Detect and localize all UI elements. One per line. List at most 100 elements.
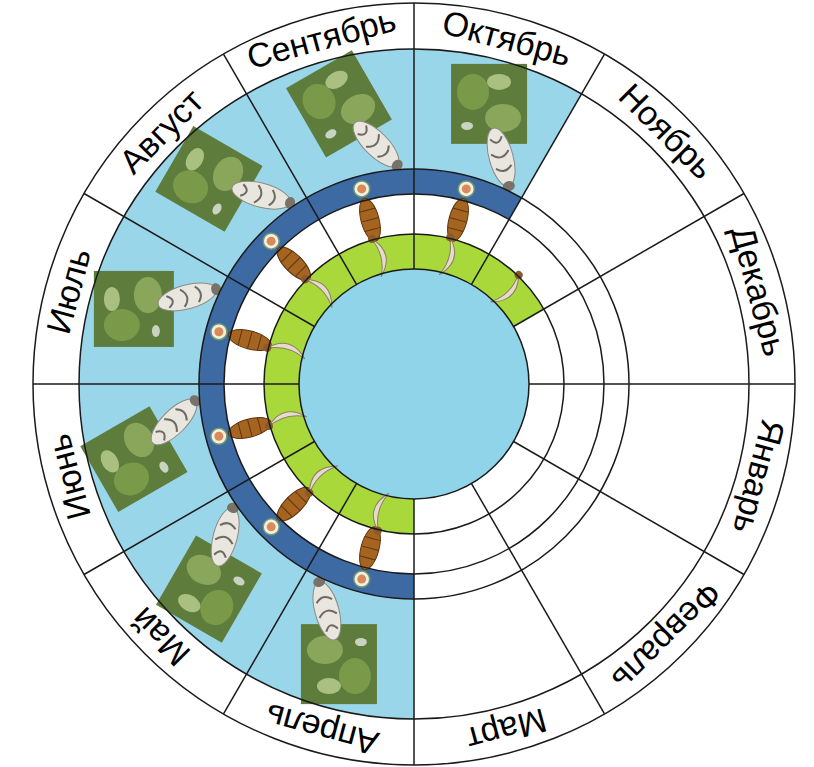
larva-icon [300, 459, 340, 499]
larva-icon [488, 269, 528, 309]
photo-leaves [339, 658, 371, 694]
pupa-body [356, 196, 385, 243]
month-divider [84, 442, 314, 575]
wheel-ground [33, 3, 795, 765]
moth-pattern [165, 285, 203, 311]
adult-moth [155, 276, 224, 316]
pupa-icon [226, 326, 273, 355]
photo-leaves [182, 145, 208, 174]
pupa-icon [444, 196, 473, 243]
larva-icon [299, 270, 339, 310]
egg-icon [211, 428, 227, 444]
month-divider [224, 484, 357, 714]
photo-leaves [104, 309, 140, 341]
moth-wings [144, 392, 203, 451]
month-divider [472, 484, 605, 714]
egg-icon [263, 233, 279, 249]
moth-pattern [487, 135, 513, 173]
moth-wings [346, 114, 405, 173]
photo-leaves [104, 287, 120, 311]
photo-leaves [457, 74, 489, 110]
larva-body [266, 339, 307, 359]
egg-icon [263, 519, 279, 535]
pupa-rings [359, 208, 382, 232]
moth-wings [206, 505, 245, 569]
moth-wings [308, 579, 347, 643]
adult-moth [346, 114, 409, 177]
month-divider [413, 3, 415, 269]
moth-pattern [315, 595, 341, 633]
pupa-body [226, 414, 273, 443]
month-divider [224, 54, 357, 284]
photo-leaves [307, 636, 343, 664]
month-divider [472, 54, 605, 284]
ring-outline [299, 269, 529, 499]
pupa-icon [356, 525, 385, 572]
photo-leaves [194, 584, 240, 631]
moth-pattern [211, 521, 237, 559]
moth-pattern [239, 181, 277, 207]
larva-icon [368, 491, 392, 536]
photo-moth [324, 127, 338, 140]
larva-head [304, 487, 315, 498]
pupa-rings [280, 250, 307, 277]
larva-icon [436, 232, 460, 277]
photo-moth [232, 575, 246, 588]
photo-moth [152, 325, 160, 337]
photo-moth [461, 122, 473, 130]
egg-yolk [267, 237, 276, 246]
larva-body [369, 491, 389, 532]
egg-yolk [214, 432, 223, 441]
moth-pattern [153, 406, 190, 443]
photo-leaves [175, 590, 204, 616]
egg-yolk [214, 327, 223, 336]
larva-icon [263, 407, 308, 431]
photo-moth [211, 202, 224, 216]
egg-yolk [357, 575, 366, 584]
egg-icon [211, 324, 227, 340]
pupa-icon [226, 414, 273, 443]
month-divider [33, 383, 299, 385]
adult-moth [144, 389, 207, 452]
photo-moth [355, 638, 367, 646]
egg-icon [458, 181, 474, 197]
pupa-body [356, 525, 385, 572]
photo-leaves [317, 678, 341, 694]
egg-icon [354, 571, 370, 587]
larva-icon [262, 338, 307, 362]
ring-outline [33, 3, 795, 765]
pupa-rings [447, 208, 470, 232]
moth-wings [155, 278, 219, 317]
moth-pattern [355, 123, 392, 160]
pupa-icon [356, 196, 385, 243]
center-disk [299, 269, 529, 499]
pupa-rings [280, 491, 307, 518]
pupa-rings [238, 417, 262, 440]
larva-head [299, 274, 310, 285]
month-divider [514, 194, 744, 327]
photo-leaves [134, 277, 162, 313]
adult-moth [306, 574, 346, 643]
pupa-body [444, 196, 473, 243]
pupa-rings [359, 536, 382, 560]
egg-yolk [357, 184, 366, 193]
larva-body [439, 236, 459, 277]
month-divider [413, 499, 415, 765]
pupa-rings [238, 329, 262, 352]
ring-outline [264, 234, 564, 534]
photo-moth [157, 460, 170, 474]
photo-leaves [322, 67, 351, 93]
photo-leaves [485, 104, 521, 132]
pupa-body [226, 326, 273, 355]
photo-leaves [97, 447, 123, 476]
photo-leaves [167, 164, 214, 210]
month-divider [514, 442, 744, 575]
adult-moth [482, 125, 522, 194]
month-divider [529, 383, 795, 385]
egg-yolk [267, 522, 276, 531]
photo-leaves [487, 74, 511, 90]
moth-wings [229, 176, 293, 215]
egg-icon [354, 181, 370, 197]
month-divider [84, 194, 314, 327]
